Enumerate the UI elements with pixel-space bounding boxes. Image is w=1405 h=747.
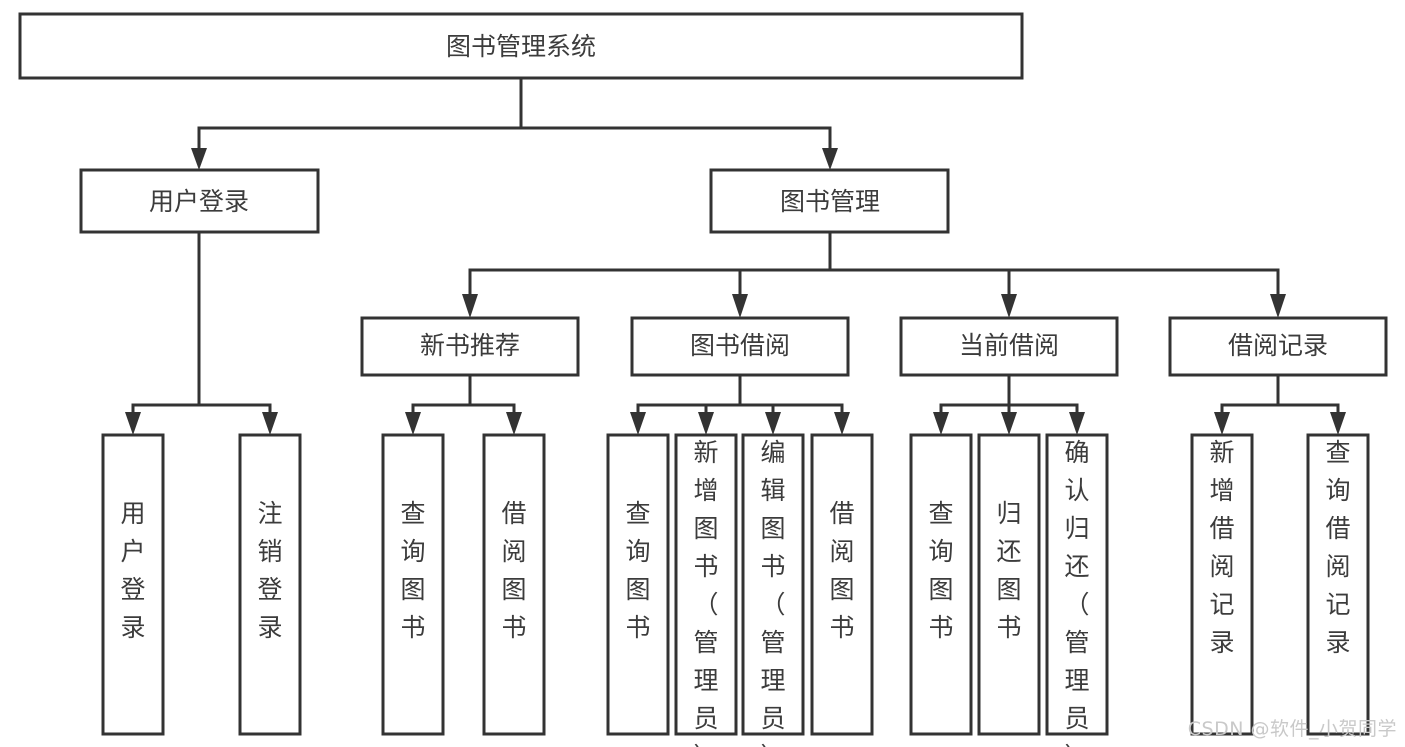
node-leaf-query-record-label: 查询借阅记录 [1325, 438, 1350, 657]
arrow-head-book-borrow [732, 294, 748, 318]
connector-group-borrow-record [1214, 373, 1346, 435]
node-leaf-borrow-book-2-label: 借阅图书 [829, 499, 854, 642]
arrow-head-borrow-record [1270, 294, 1286, 318]
node-book-borrow-label: 图书借阅 [690, 331, 790, 360]
arrow-head-leaf-query-book-2 [630, 412, 646, 435]
connector-group-current-borrow [933, 373, 1085, 435]
node-user-login[interactable]: 用户登录 [79, 168, 320, 234]
node-new-book-rec-box[interactable] [360, 316, 580, 377]
node-leaf-query-book-1-box[interactable] [381, 433, 445, 736]
node-book-borrow[interactable]: 图书借阅 [630, 316, 850, 377]
node-book-borrow-box[interactable] [630, 316, 850, 377]
arrow-head-leaf-add-book [698, 412, 714, 435]
node-leaf-confirm-return-label: 确认归还（管理员） [1064, 438, 1089, 747]
arrow-head-leaf-borrow-book-1 [506, 412, 522, 435]
node-leaf-borrow-book-1-box[interactable] [482, 433, 546, 736]
arrow-head-new-book-rec [462, 294, 478, 318]
node-leaf-add-book[interactable]: 新增图书（管理员） [674, 433, 738, 747]
node-leaf-add-book-box[interactable] [674, 433, 738, 736]
connector-group-user-login [125, 230, 278, 435]
node-leaf-user-logout-box[interactable] [238, 433, 302, 736]
node-leaf-query-book-3[interactable]: 查询图书 [909, 433, 973, 736]
arrow-head-user-login [191, 148, 207, 170]
arrow-head-leaf-add-record [1214, 412, 1230, 435]
node-leaf-add-record[interactable]: 新增借阅记录 [1190, 433, 1254, 736]
node-leaf-add-book-label: 新增图书（管理员） [693, 438, 718, 747]
node-book-manage-box[interactable] [709, 168, 950, 234]
node-leaf-borrow-book-2-box[interactable] [810, 433, 874, 736]
node-leaf-user-logout[interactable]: 注销登录 [238, 433, 302, 736]
node-leaf-query-book-3-label: 查询图书 [928, 499, 953, 642]
arrow-head-current-borrow [1001, 294, 1017, 318]
node-leaf-return-book-label: 归还图书 [996, 499, 1021, 642]
node-leaf-user-login[interactable]: 用户登录 [101, 433, 165, 736]
arrow-head-leaf-return-book [1001, 412, 1017, 435]
node-leaf-return-book[interactable]: 归还图书 [977, 433, 1041, 736]
node-leaf-query-book-3-box[interactable] [909, 433, 973, 736]
node-leaf-query-book-2-label: 查询图书 [625, 499, 650, 642]
node-current-borrow-label: 当前借阅 [959, 331, 1059, 360]
node-leaf-query-book-1[interactable]: 查询图书 [381, 433, 445, 736]
connector-group-root [191, 76, 838, 170]
node-leaf-borrow-book-2[interactable]: 借阅图书 [810, 433, 874, 736]
node-current-borrow-box[interactable] [899, 316, 1119, 377]
arrow-head-leaf-confirm-return [1069, 412, 1085, 435]
node-leaf-query-book-1-label: 查询图书 [400, 499, 425, 642]
node-user-login-label: 用户登录 [149, 187, 249, 216]
node-leaf-query-record[interactable]: 查询借阅记录 [1306, 433, 1370, 736]
node-root-box[interactable] [18, 12, 1024, 80]
node-leaf-user-login-box[interactable] [101, 433, 165, 736]
node-leaf-query-book-2-box[interactable] [606, 433, 670, 736]
node-leaf-confirm-return[interactable]: 确认归还（管理员） [1045, 433, 1109, 747]
node-leaf-user-logout-label: 注销登录 [257, 499, 282, 642]
node-book-manage-label: 图书管理 [780, 187, 880, 216]
node-root[interactable]: 图书管理系统 [18, 12, 1024, 80]
arrow-head-leaf-edit-book [765, 412, 781, 435]
node-leaf-query-book-2[interactable]: 查询图书 [606, 433, 670, 736]
node-leaf-add-record-box[interactable] [1190, 433, 1254, 736]
csdn-watermark: CSDN @软件_小贺同学 [1187, 718, 1397, 740]
arrow-head-leaf-query-book-1 [405, 412, 421, 435]
arrow-head-leaf-query-book-3 [933, 412, 949, 435]
node-leaf-return-book-box[interactable] [977, 433, 1041, 736]
node-new-book-rec[interactable]: 新书推荐 [360, 316, 580, 377]
arrow-head-leaf-user-login [125, 412, 141, 435]
node-borrow-record[interactable]: 借阅记录 [1168, 316, 1388, 377]
node-borrow-record-label: 借阅记录 [1228, 331, 1328, 360]
node-leaf-add-record-label: 新增借阅记录 [1209, 438, 1234, 657]
node-leaf-borrow-book-1-label: 借阅图书 [501, 499, 526, 642]
node-leaf-user-login-label: 用户登录 [120, 499, 145, 642]
node-leaf-query-record-box[interactable] [1306, 433, 1370, 736]
connector-group-book-manage [462, 230, 1286, 318]
connector-group-new-book-rec [405, 373, 522, 435]
node-root-label: 图书管理系统 [446, 32, 596, 61]
node-user-login-box[interactable] [79, 168, 320, 234]
connector-group-book-borrow [630, 373, 850, 435]
node-leaf-confirm-return-box[interactable] [1045, 433, 1109, 736]
node-leaf-borrow-book-1[interactable]: 借阅图书 [482, 433, 546, 736]
node-leaf-edit-book-label: 编辑图书（管理员） [760, 438, 785, 747]
node-leaf-edit-book-box[interactable] [741, 433, 805, 736]
arrow-head-leaf-query-record [1330, 412, 1346, 435]
node-current-borrow[interactable]: 当前借阅 [899, 316, 1119, 377]
node-borrow-record-box[interactable] [1168, 316, 1388, 377]
node-book-manage[interactable]: 图书管理 [709, 168, 950, 234]
node-leaf-edit-book[interactable]: 编辑图书（管理员） [741, 433, 805, 747]
arrow-head-leaf-user-logout [262, 412, 278, 435]
node-new-book-rec-label: 新书推荐 [420, 331, 520, 360]
arrow-head-leaf-borrow-book-2 [834, 412, 850, 435]
arrow-head-book-manage [822, 148, 838, 170]
